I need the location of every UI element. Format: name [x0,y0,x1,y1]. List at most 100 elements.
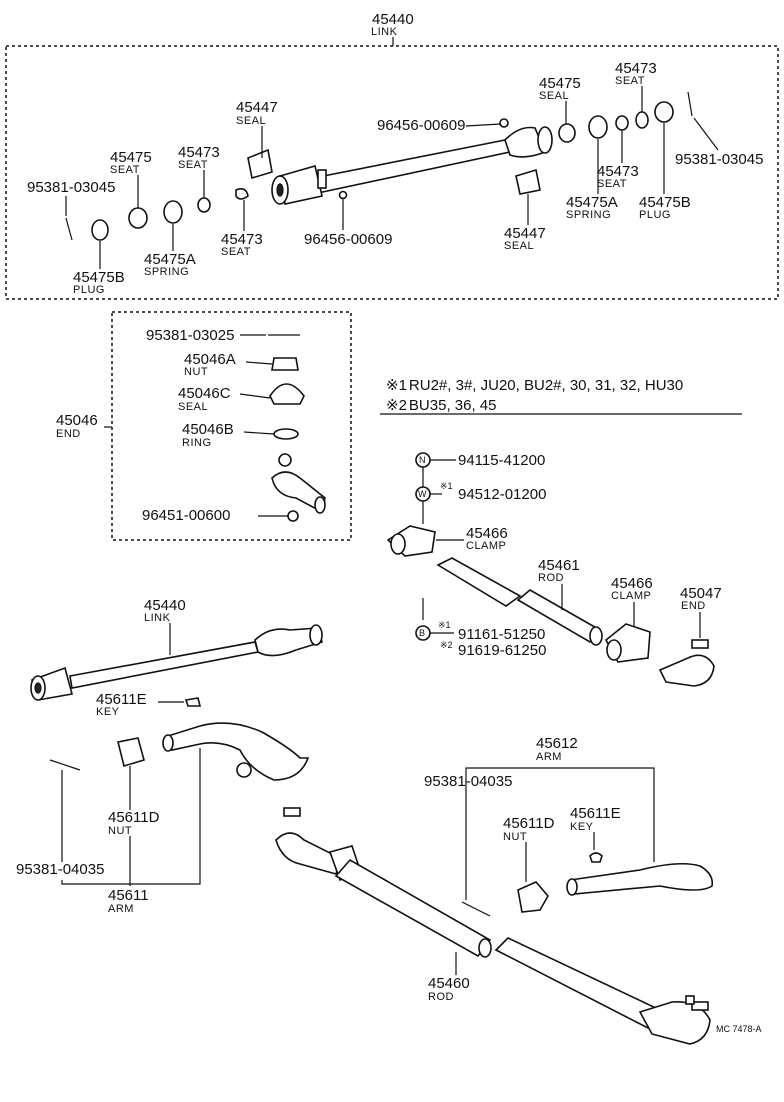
grease-fitting-right [499,118,509,128]
seal-left [247,148,273,180]
spring-right [588,115,608,139]
nut-end [271,357,299,371]
svg-text:96451-00600: 96451-00600 [142,507,230,524]
cotter-pin-left [65,217,73,241]
grease-fitting-end [287,510,299,522]
svg-text:B: B [419,628,425,638]
svg-text:END: END [56,428,81,440]
ball-joint-end [271,453,326,514]
key-right [589,852,603,863]
seal-end [269,383,305,405]
bolt-symbol: B [415,625,431,641]
callout-c37: 95381-04035 [424,773,512,900]
tie-rod-end-right-lower [638,995,711,1045]
svg-text:95381-03045: 95381-03045 [675,151,763,168]
svg-text:45046: 45046 [56,412,98,429]
svg-text:91161-51250: 91161-51250 [458,626,545,643]
key-left [184,697,202,707]
seal-right [515,168,541,195]
svg-text:95381-04035: 95381-04035 [424,773,512,790]
pitman-arm [162,722,310,781]
svg-text:RING: RING [182,437,212,449]
svg-text:END: END [681,600,706,612]
svg-text:45466: 45466 [466,525,508,542]
svg-text:95381-03025: 95381-03025 [146,327,234,344]
svg-text:SEAL: SEAL [504,240,534,252]
svg-text:95381-03045: 95381-03045 [27,179,115,196]
cotter-pin-arm [49,759,81,771]
svg-text:45466: 45466 [611,575,653,592]
svg-text:W: W [418,489,427,499]
callout-c23: 94115-41200 [430,452,545,469]
svg-text:45475A: 45475A [566,194,618,211]
svg-text:45475A: 45475A [144,251,196,268]
link-assembly-box [5,45,779,300]
seat-clip-left [235,188,249,200]
svg-text:45475: 45475 [539,75,581,92]
svg-text:SEAL: SEAL [236,115,266,127]
svg-text:91619-61250: 91619-61250 [458,642,546,659]
svg-text:45473: 45473 [615,60,657,77]
svg-text:45473: 45473 [178,144,220,161]
svg-text:45046C: 45046C [178,385,231,402]
svg-text:NUT: NUT [184,366,208,378]
svg-text:45611E: 45611E [96,691,147,708]
washer-symbol: W [415,486,431,502]
rod-short [436,557,522,607]
svg-text:45447: 45447 [504,225,546,242]
figure-code: MC 7478-A [716,1024,762,1034]
svg-text:45611D: 45611D [503,815,555,832]
link-assembly-number: 45440 [372,11,414,28]
svg-text:94512-01200: 94512-01200 [458,486,546,503]
svg-text:LINK: LINK [144,612,171,624]
svg-text:45475B: 45475B [73,269,125,286]
svg-text:45440: 45440 [144,597,186,614]
nut-symbol: N [415,452,431,468]
svg-text:45612: 45612 [536,735,578,752]
svg-text:45475B: 45475B [639,194,691,211]
cotter-pin-arm-right [461,901,491,917]
seat-washer-left [197,197,211,213]
svg-text:45046B: 45046B [182,421,234,438]
tie-rod-end-right [658,639,715,687]
svg-text:45447: 45447 [236,99,278,116]
svg-text:SEAT: SEAT [221,246,251,258]
link-assembly-name: LINK [371,26,398,38]
svg-text:45611E: 45611E [570,805,621,822]
svg-text:SPRING: SPRING [144,266,189,278]
nut-left [117,737,145,768]
rod-left-half [334,858,492,958]
svg-text:CLAMP: CLAMP [611,590,651,602]
spring-left [163,200,183,224]
plug-right [654,101,674,123]
svg-text:PLUG: PLUG [73,284,105,296]
svg-text:ROD: ROD [538,572,564,584]
link-tube-lower [30,624,323,701]
svg-text:45611D: 45611D [108,809,160,826]
callout-c34: 95381-04035 [16,770,104,878]
svg-text:SEAT: SEAT [110,164,140,176]
svg-text:45475: 45475 [110,149,152,166]
svg-text:94115-41200: 94115-41200 [458,452,545,469]
